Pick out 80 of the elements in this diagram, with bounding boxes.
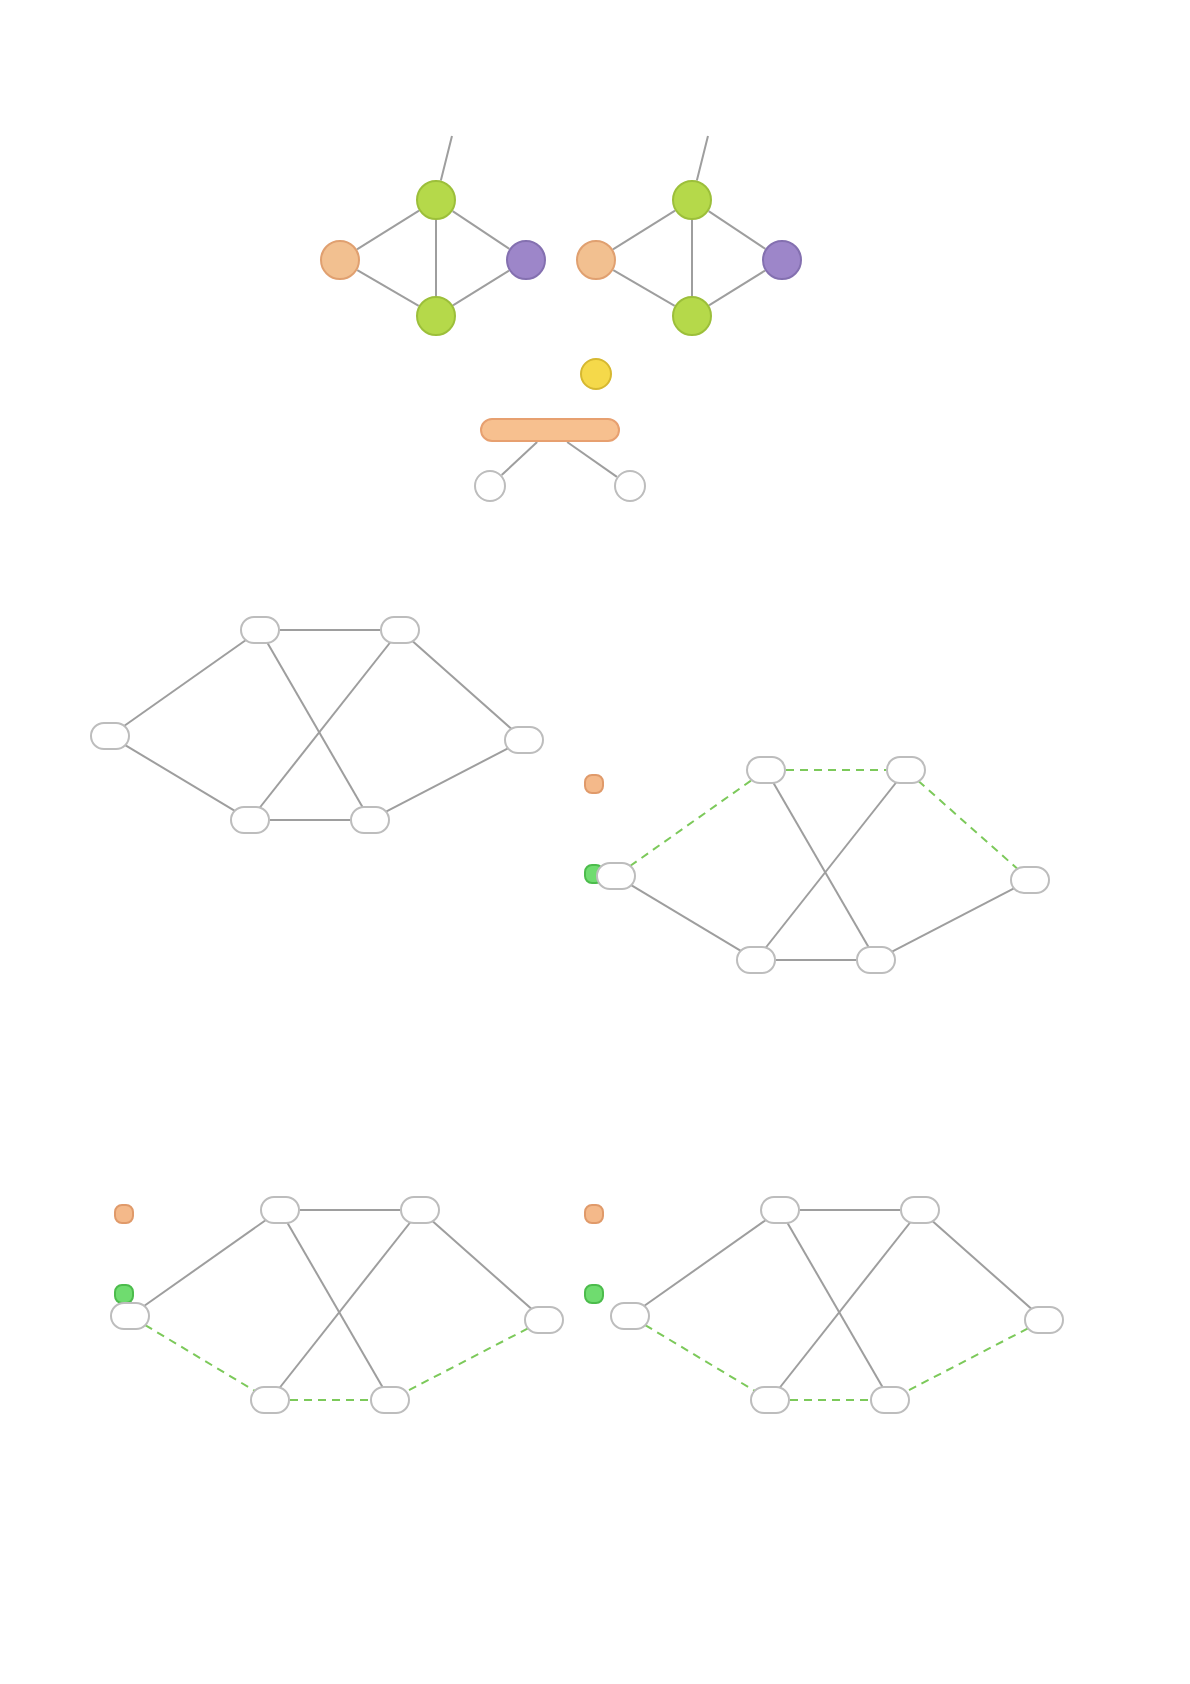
graph-node (400, 1196, 440, 1224)
graph-node (1010, 866, 1050, 894)
graph-node (736, 946, 776, 974)
connector-line (266, 641, 364, 809)
connector-line (431, 1220, 533, 1310)
graph-node (260, 1196, 300, 1224)
bar-node (480, 418, 620, 442)
connector-line (356, 269, 420, 307)
graph-node (504, 726, 544, 754)
connector-line (439, 135, 453, 182)
connector-line (279, 629, 381, 631)
graph-node (672, 180, 712, 220)
graph-node (856, 946, 896, 974)
connector-line (612, 269, 676, 307)
connector-line (764, 781, 898, 949)
connector-line (124, 744, 236, 812)
connector-line (789, 1399, 871, 1401)
graph-node (610, 1302, 650, 1330)
graph-node (580, 358, 612, 390)
connector-line (799, 1209, 901, 1211)
connector-line (289, 1399, 371, 1401)
connector-line (772, 781, 870, 949)
graph-node (370, 1386, 410, 1414)
connector-line (644, 1324, 756, 1392)
graph-node (750, 1386, 790, 1414)
connector-line (931, 1220, 1033, 1310)
graph-node (380, 616, 420, 644)
connector-line (385, 747, 509, 813)
connector-line (707, 210, 767, 250)
connector-line (258, 641, 392, 809)
graph-node (416, 296, 456, 336)
graph-node (760, 1196, 800, 1224)
graph-node (350, 806, 390, 834)
graph-node (110, 1302, 150, 1330)
connector-line (691, 219, 693, 297)
graph-node (614, 470, 646, 502)
graph-node (886, 756, 926, 784)
graph-node (746, 756, 786, 784)
connector-line (144, 1324, 256, 1392)
graph-node (762, 240, 802, 280)
connector-line (643, 1218, 767, 1308)
connector-line (435, 219, 437, 297)
connector-line (785, 769, 887, 771)
graph-node (474, 470, 506, 502)
connector-line (630, 884, 742, 952)
connector-line (629, 778, 753, 868)
graph-node (870, 1386, 910, 1414)
graph-node (230, 806, 270, 834)
connector-line (123, 638, 247, 728)
graph-node (416, 180, 456, 220)
graph-node (596, 862, 636, 890)
connector-line (451, 210, 511, 250)
graph-node (524, 1306, 564, 1334)
connector-line (286, 1221, 384, 1389)
graph-node (90, 722, 130, 750)
graph-node (506, 240, 546, 280)
connector-line (611, 209, 677, 251)
connector-line (566, 441, 618, 478)
connector-line (917, 780, 1019, 870)
graph-node (250, 1386, 290, 1414)
graph-node (240, 616, 280, 644)
connector-line (500, 441, 539, 477)
graph-node (900, 1196, 940, 1224)
connector-line (411, 640, 513, 730)
connector-line (708, 269, 766, 307)
connector-line (355, 209, 421, 251)
graph-node (672, 296, 712, 336)
connector-line (786, 1221, 884, 1389)
connector-line (299, 1209, 401, 1211)
graph-node (1024, 1306, 1064, 1334)
connector-line (775, 959, 857, 961)
connector-line (269, 819, 351, 821)
graph-node (320, 240, 360, 280)
connector-line (278, 1221, 412, 1389)
connector-line (778, 1221, 912, 1389)
connector-line (695, 135, 709, 182)
connector-line (891, 887, 1015, 953)
graph-node (576, 240, 616, 280)
connector-line (143, 1218, 267, 1308)
connector-line (452, 269, 510, 307)
